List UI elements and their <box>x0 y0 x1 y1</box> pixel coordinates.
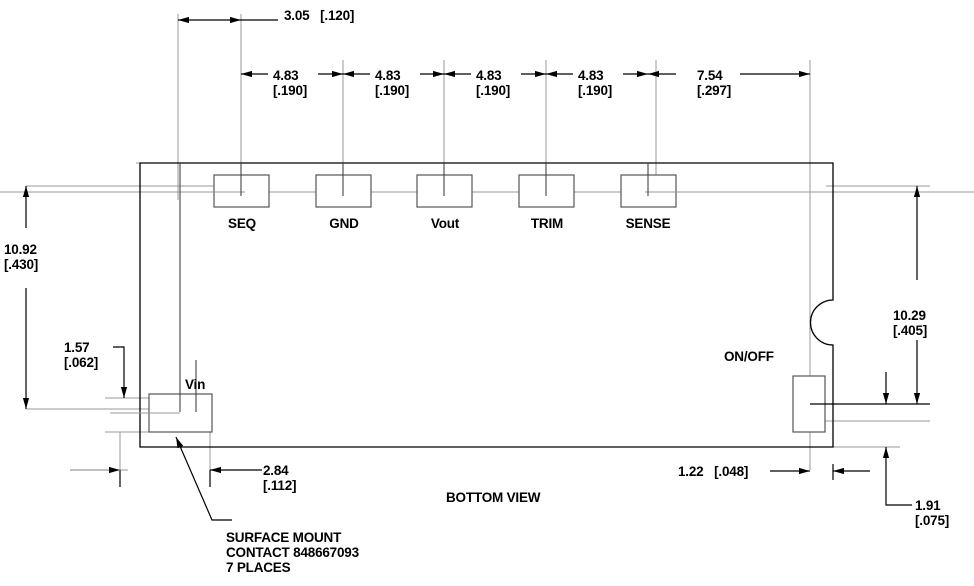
dim-mm: 7.54 <box>697 68 723 83</box>
dim-label-4-83-b: 4.83[.190] <box>375 68 409 98</box>
dim-mm: 1.57 <box>64 340 90 355</box>
dim-1-22 <box>770 464 870 480</box>
pad-label-trim: TRIM <box>530 216 564 231</box>
dim-inch: [.190] <box>273 83 308 98</box>
dim-10-29 <box>810 186 930 405</box>
dim-1-91 <box>882 447 912 506</box>
dim-inch: [.430] <box>4 257 39 272</box>
dim-label-10-92: 10.92[.430] <box>4 242 38 272</box>
dim-label-4-83-d: 4.83[.190] <box>578 68 612 98</box>
pad-label-vin: Vin <box>185 377 206 392</box>
dim-mm: 10.29 <box>893 308 926 323</box>
dim-inch: [.405] <box>893 323 928 338</box>
dim-mm: 4.83 <box>578 68 604 83</box>
note-leader-line <box>175 436 232 521</box>
dim-inch: [.112] <box>263 478 297 493</box>
dim-label-2-84: 2.84[.112] <box>263 463 297 493</box>
dim-mm: 4.83 <box>273 68 299 83</box>
note-line-3: 7 PLACES <box>226 560 291 575</box>
dim-label-10-29: 10.29[.405] <box>893 308 927 338</box>
module-body-outline <box>139 162 834 448</box>
dim-inch: [.297] <box>697 83 732 98</box>
pad-label-seq: SEQ <box>228 216 256 231</box>
dim-inch: [.190] <box>375 83 410 98</box>
dim-label-7-54: 7.54[.297] <box>697 68 731 98</box>
dim-inch: [.062] <box>64 355 99 370</box>
pad-label-vout: Vout <box>430 216 460 231</box>
dim-mm: 1.91 <box>915 498 941 513</box>
dim-mm: 4.83 <box>476 68 502 83</box>
dim-inch: [.075] <box>915 513 950 528</box>
dim-label-1-57: 1.57[.062] <box>64 340 98 370</box>
dim-2-84 <box>119 466 262 487</box>
dim-label-3-05: 3.05 [.120] <box>284 8 355 23</box>
pad-leader-lines <box>179 163 649 412</box>
dim-mm: 10.92 <box>4 242 37 257</box>
dim-inch: [.190] <box>476 83 511 98</box>
note-line-1: SURFACE MOUNT <box>226 530 342 545</box>
pad-label-gnd: GND <box>329 216 359 231</box>
dim-label-1-91: 1.91[.075] <box>915 498 949 528</box>
dim-1-57 <box>113 346 128 398</box>
dim-label-4-83-c: 4.83[.190] <box>476 68 510 98</box>
dim-label-4-83-a: 4.83[.190] <box>273 68 307 98</box>
pad-label-sense: SENSE <box>625 216 671 231</box>
pad-label-onoff: ON/OFF <box>724 349 774 364</box>
view-label-bottom-view: BOTTOM VIEW <box>446 490 541 505</box>
dim-mm: 2.84 <box>263 463 289 478</box>
dim-label-1-22: 1.22 [.048] <box>678 464 749 479</box>
dim-mm: 4.83 <box>375 68 401 83</box>
note-line-2: CONTACT 848667093 <box>226 545 359 560</box>
dim-inch: [.190] <box>578 83 613 98</box>
pad-rectangles <box>148 174 826 433</box>
